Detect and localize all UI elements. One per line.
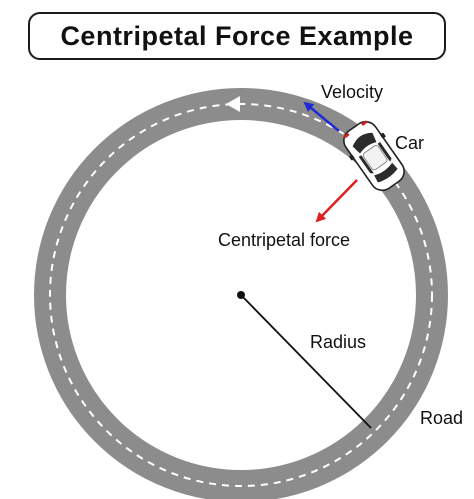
radius-line xyxy=(240,294,372,429)
velocity-arrow xyxy=(303,101,340,132)
centripetal-force-arrow xyxy=(315,179,358,223)
diagram-title: Centripetal Force Example xyxy=(60,20,414,51)
lane-marking xyxy=(49,103,433,487)
velocity-label: Velocity xyxy=(321,82,383,102)
title-box: Centripetal Force Example xyxy=(28,12,446,60)
road-direction-arrow-icon xyxy=(226,96,240,112)
road-label: Road xyxy=(420,408,463,428)
car-icon xyxy=(343,120,405,192)
centripetal-force-label: Centripetal force xyxy=(218,230,350,250)
radius-label: Radius xyxy=(310,332,366,352)
car-label: Car xyxy=(395,133,424,153)
